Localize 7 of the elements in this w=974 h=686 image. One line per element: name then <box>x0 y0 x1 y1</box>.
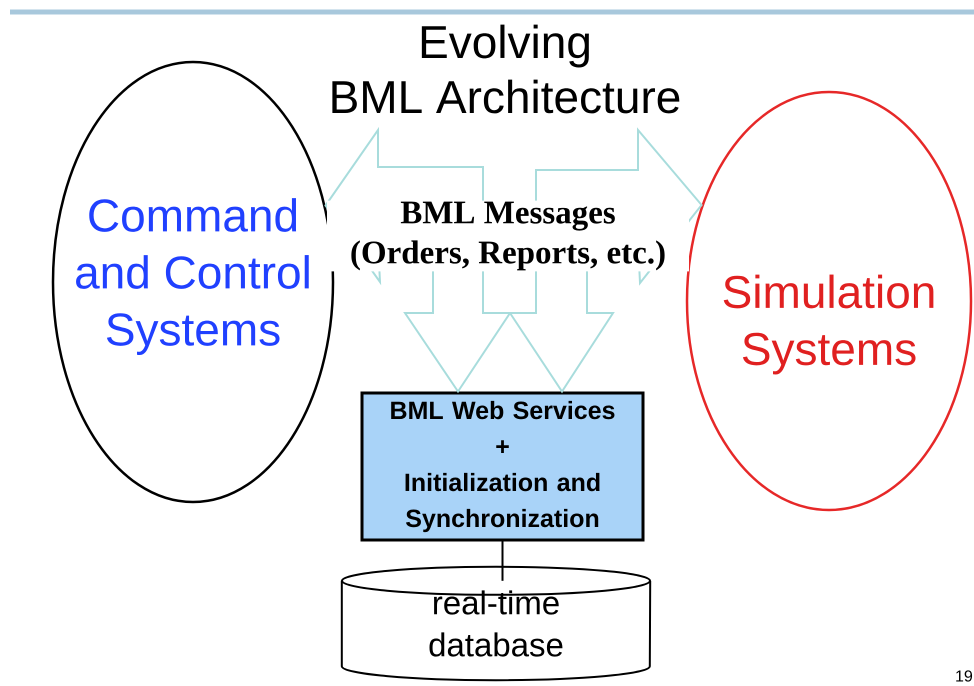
service-box: BML Web Services + Initialization and Synchronization <box>360 392 644 542</box>
page-number: 19 <box>956 670 972 682</box>
node-label: real-time database <box>429 590 562 657</box>
title: Evolving BML Architecture <box>332 24 680 114</box>
connector-line <box>502 542 504 581</box>
database-cylinder: real-time database <box>340 566 652 682</box>
message-label: BML Messages (Orders, Reports, etc.) <box>327 200 689 272</box>
